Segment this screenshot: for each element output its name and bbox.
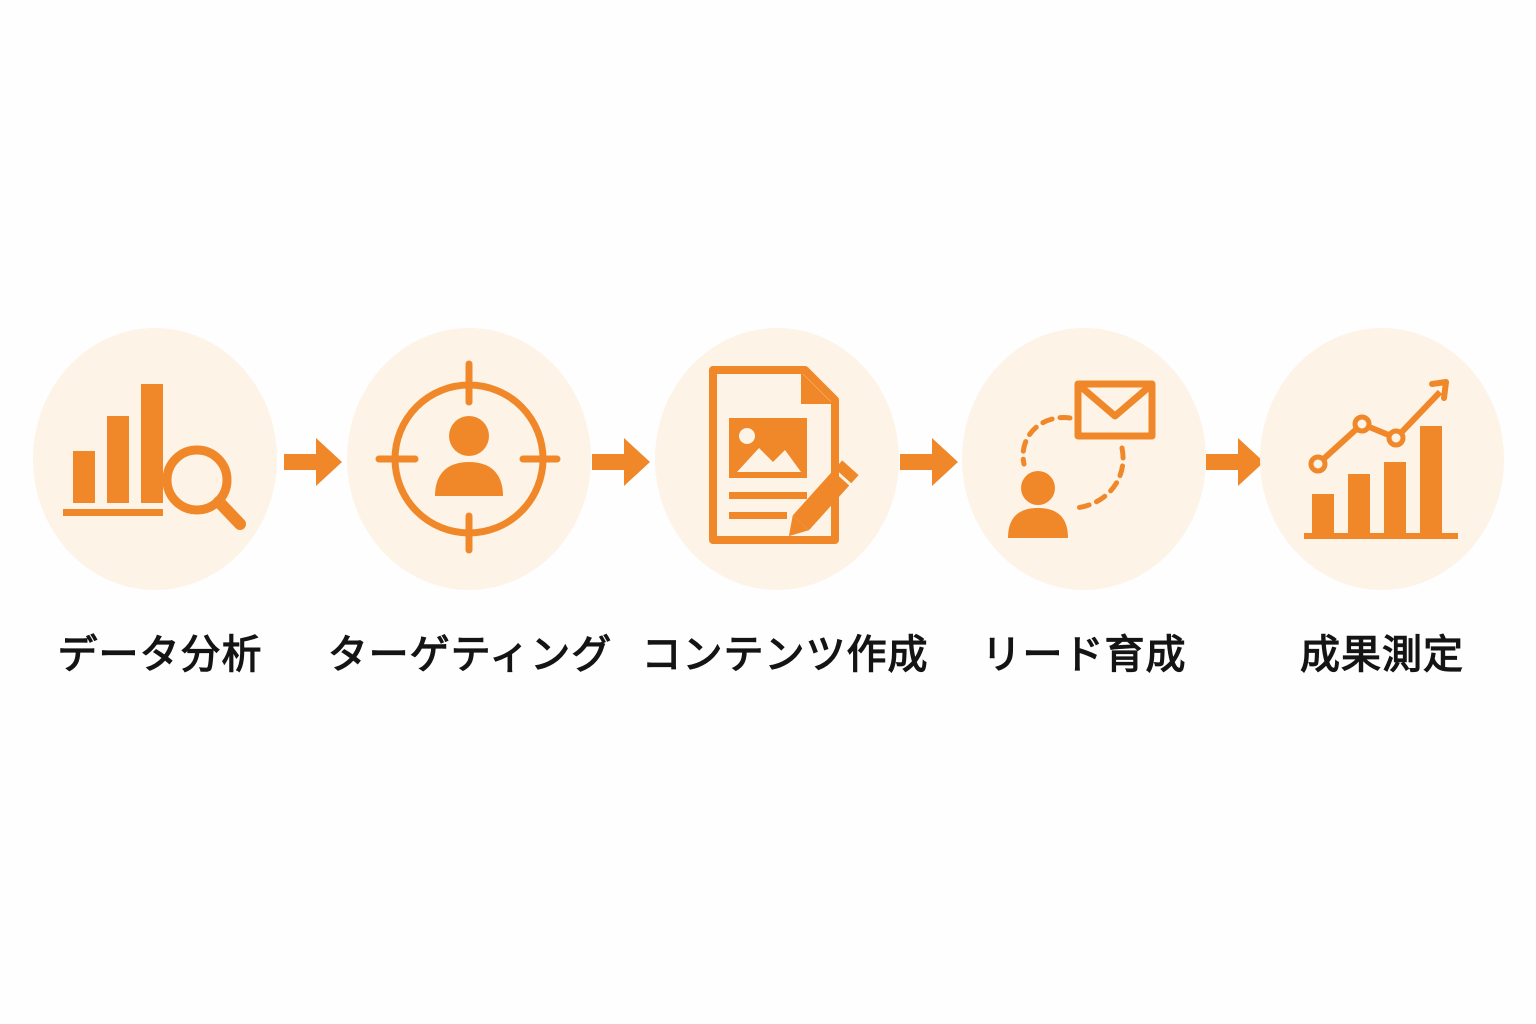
step-label-targeting: ターゲティング [327,632,613,678]
growth-chart-icon [1304,379,1458,539]
step-label-data-analysis: データ分析 [57,632,263,678]
step-circle-targeting [347,328,591,590]
arrow-4 [1204,434,1266,490]
step-label-results-measurement: 成果測定 [1300,632,1464,678]
step-circle-data-analysis [33,328,277,590]
person-email-icon [1008,380,1156,538]
step-circle-results-measurement [1260,328,1504,590]
target-person-icon [375,360,561,554]
arrow-1 [282,434,344,490]
step-circle-lead-nurturing [962,328,1206,590]
step-label-content-creation: コンテンツ作成 [641,632,929,678]
step-label-lead-nurturing: リード育成 [981,632,1187,678]
document-edit-icon [709,366,859,544]
arrow-2 [590,434,652,490]
step-circle-content-creation [655,328,899,590]
arrow-3 [898,434,960,490]
bar-chart-magnifier-icon [63,384,246,530]
